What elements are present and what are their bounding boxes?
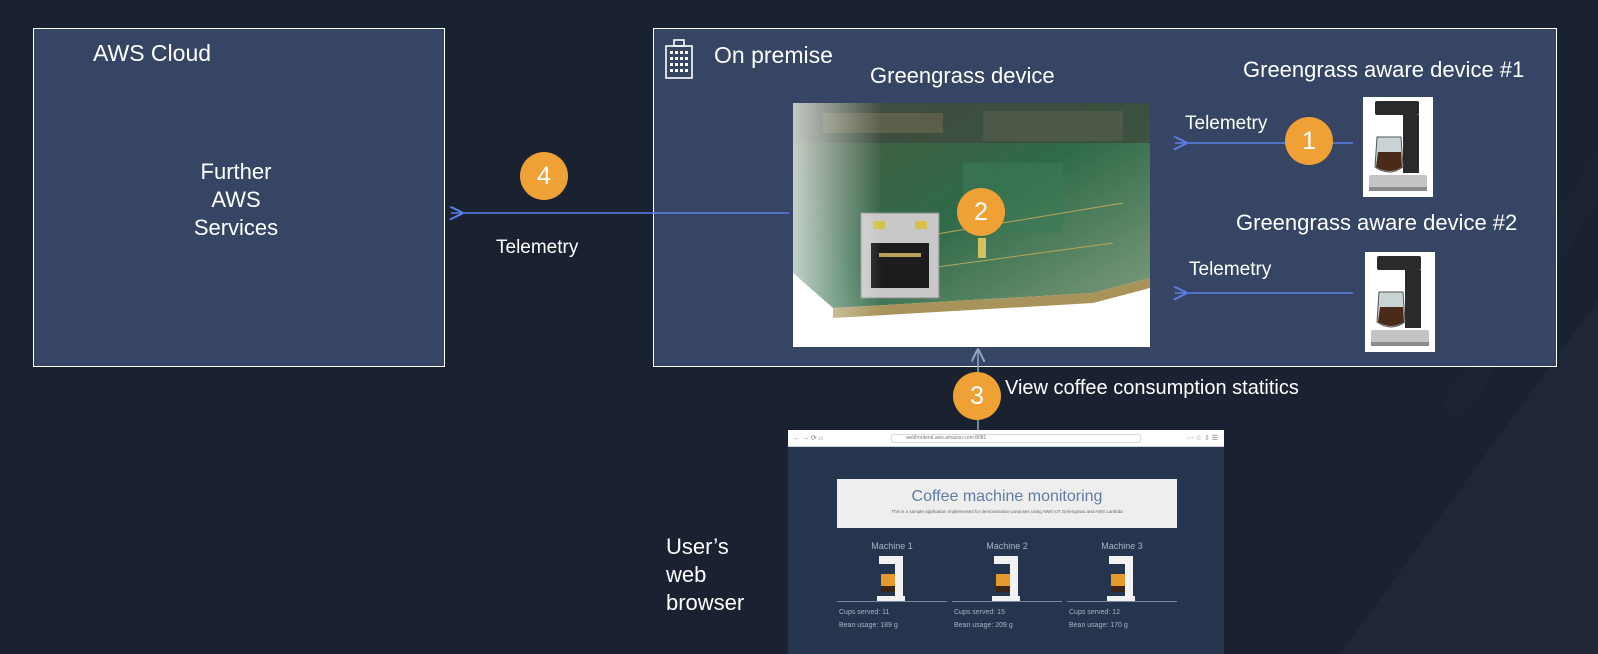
step-badge-2: 2 [957,188,1005,236]
building-icon [665,39,693,79]
browser-nav-icons: ← → ⟳ ⌂ [793,435,823,442]
aws-cloud-group [33,28,445,367]
aware-device-2-label: Greengrass aware device #2 [1236,210,1518,235]
coffee-machine-1-image [1363,97,1433,197]
bean-usage: Bean usage: 170 g [1069,622,1128,629]
step-badge-4: 4 [520,152,568,200]
bean-usage: Bean usage: 209 g [954,622,1013,629]
web-page-subtitle: This is a sample application implemented… [891,509,1123,514]
coffee-machine-2-image [1365,252,1435,352]
machine-card-2: Machine 2 Cups served: 15 Bean usage: 20… [952,541,1062,651]
coffee-machine-icon [877,556,905,602]
browser-menu-icons: ⋯ ☆ ⇩ ☰ [1186,435,1218,442]
coffee-machine-icon [1107,556,1135,602]
machine-name: Machine 2 [986,541,1028,551]
greengrass-device-label: Greengrass device [870,63,1055,88]
web-page-title: Coffee machine monitoring [911,488,1103,505]
telemetry-label-cloud: Telemetry [496,237,579,258]
machine-name: Machine 3 [1101,541,1143,551]
telemetry-label-2: Telemetry [1189,259,1272,280]
web-header: Coffee machine monitoring This is a samp… [837,479,1177,528]
cups-served: Cups served: 15 [954,609,1005,616]
step-badge-1: 1 [1285,117,1333,165]
machine-divider [1067,601,1177,602]
on-premise-title: On premise [714,42,833,68]
coffee-machine-icon [992,556,1020,602]
machine-card-3: Machine 3 Cups served: 12 Bean usage: 17… [1067,541,1177,651]
cups-served: Cups served: 12 [1069,609,1120,616]
browser-url-bar: webfrontend.aws.amazon.com:8081 [890,433,1141,443]
browser-toolbar: ← → ⟳ ⌂ webfrontend.aws.amazon.com:8081 … [788,430,1224,447]
machine-divider [952,601,1062,602]
user-browser-label: User’s web browser [666,534,745,615]
cups-served: Cups served: 11 [839,609,890,616]
machine-name: Machine 1 [871,541,913,551]
telemetry-label-1: Telemetry [1185,113,1268,134]
aws-cloud-title: AWS Cloud [93,40,212,66]
aware-device-1-label: Greengrass aware device #1 [1243,57,1525,82]
browser-screenshot: ← → ⟳ ⌂ webfrontend.aws.amazon.com:8081 … [788,430,1224,654]
view-stats-label: View coffee consumption statitics [1005,377,1299,399]
further-aws-services-label: Further AWS Services [193,159,279,240]
machine-divider [837,601,947,602]
bean-usage: Bean usage: 189 g [839,622,898,629]
machine-card-1: Machine 1 Cups served: 11 Bean usage: 18… [837,541,947,651]
step-badge-3: 3 [953,372,1001,420]
